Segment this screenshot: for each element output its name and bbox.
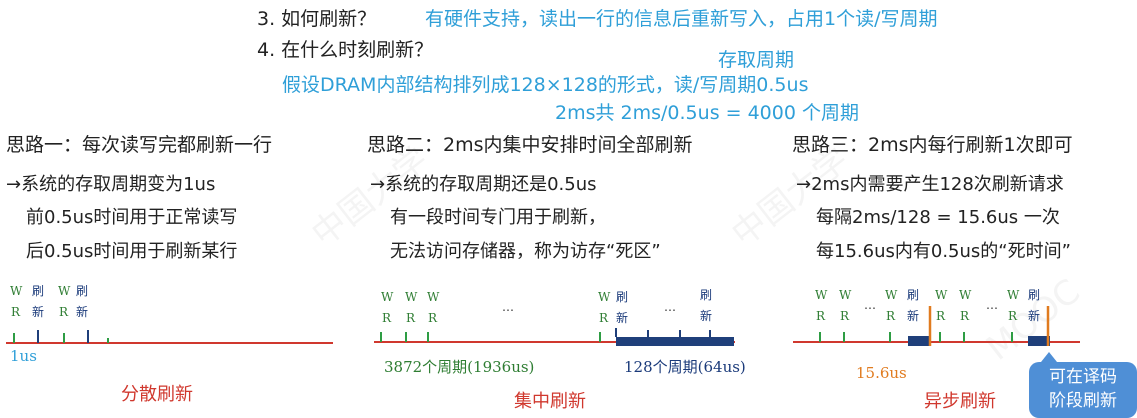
refresh-label: 刷 (32, 284, 45, 298)
column-2-line: 无法访问存储器，称为访存“死区” (390, 241, 661, 262)
callout-line: 阶段刷新 (1049, 391, 1117, 411)
timeline-centralized (374, 328, 735, 346)
ellipsis: … (664, 300, 676, 314)
refresh-label: 新 (32, 305, 45, 319)
interval-value: 1us (10, 347, 37, 365)
wr-label-w: W (427, 290, 440, 304)
cycle-label: 存取周期 (718, 49, 795, 71)
refresh-label: 刷 (1028, 288, 1041, 302)
refresh-block (1028, 336, 1050, 346)
timeline-distributed (6, 330, 333, 344)
wr-label-r: R (886, 309, 896, 323)
decode-refresh-callout: 可在译码 阶段刷新 (1029, 352, 1137, 418)
callout-line: 可在译码 (1049, 367, 1117, 387)
wr-label-r: R (599, 311, 609, 325)
column-3-title: 思路三：2ms内每行刷新1次即可 (792, 134, 1073, 156)
column-1-line: 后0.5us时间用于刷新某行 (26, 241, 238, 262)
column-3-line: →2ms内需要产生128次刷新请求 (796, 174, 1064, 195)
wr-label-w: W (598, 290, 611, 304)
timeline-async (793, 306, 1080, 346)
refresh-cycles-value: 128个周期(64us) (624, 358, 746, 376)
question-3: 3. 如何刷新？ (257, 8, 377, 30)
wr-label-w: W (815, 288, 828, 302)
assumption: 假设DRAM内部结构排列成128×128的形式，读/写周期0.5us (282, 74, 809, 96)
method-caption: 异步刷新 (924, 391, 996, 412)
question-4: 4. 在什么时刻刷新？ (257, 39, 434, 61)
refresh-label: 新 (1028, 309, 1041, 323)
wr-label-w: W (1007, 288, 1020, 302)
refresh-label: 新 (616, 311, 629, 325)
refresh-label: 刷 (616, 290, 629, 304)
interval-value: 15.6us (856, 364, 907, 382)
column-3-line: 每15.6us内有0.5us的“死时间” (816, 241, 1071, 262)
column-2-title: 思路二：2ms内集中安排时间全部刷新 (367, 134, 693, 156)
ellipsis: … (986, 298, 998, 312)
wr-label-w: W (58, 284, 71, 298)
column-1-line: 前0.5us时间用于正常读写 (26, 207, 238, 228)
method-caption: 集中刷新 (514, 391, 586, 412)
refresh-block (908, 336, 930, 346)
refresh-label: 刷 (907, 288, 920, 302)
wr-label-w: W (10, 284, 23, 298)
column-1-line: →系统的存取周期变为1us (6, 174, 216, 195)
refresh-label: 新 (907, 309, 920, 323)
column-2-line: 有一段时间专门用于刷新， (390, 207, 606, 228)
ellipsis: … (864, 298, 876, 312)
wr-label-w: W (935, 288, 948, 302)
column-3-line: 每隔2ms/128 = 15.6us 一次 (816, 207, 1060, 228)
wr-label-r: R (816, 309, 826, 323)
normal-cycles-value: 3872个周期(1936us) (384, 358, 535, 376)
wr-label-r: R (1008, 309, 1018, 323)
column-1-title: 思路一：每次读写完都刷新一行 (6, 134, 273, 156)
wr-label-r: R (382, 311, 392, 325)
question-3-answer: 有硬件支持，读出一行的信息后重新写入，占用1个读/写周期 (425, 8, 938, 30)
refresh-label: 刷 (76, 284, 89, 298)
ellipsis: … (502, 300, 514, 314)
wr-label-r: R (936, 309, 946, 323)
refresh-label: 刷 (700, 288, 713, 302)
refresh-label: 新 (76, 305, 89, 319)
wr-label-w: W (405, 290, 418, 304)
wr-label-w: W (839, 288, 852, 302)
wr-label-r: R (428, 311, 438, 325)
refresh-block (616, 337, 734, 346)
wr-label-w: W (381, 290, 394, 304)
wr-label-r: R (960, 309, 970, 323)
wr-label-r: R (406, 311, 416, 325)
wr-label-r: R (11, 305, 21, 319)
wr-label-r: R (840, 309, 850, 323)
wr-label-w: W (959, 288, 972, 302)
method-caption: 分散刷新 (121, 384, 193, 405)
wr-label-r: R (59, 305, 69, 319)
calculation: 2ms共 2ms/0.5us = 4000 个周期 (555, 102, 859, 124)
wr-label-w: W (885, 288, 898, 302)
column-2-line: →系统的存取周期还是0.5us (370, 174, 597, 195)
refresh-label: 新 (700, 309, 713, 323)
